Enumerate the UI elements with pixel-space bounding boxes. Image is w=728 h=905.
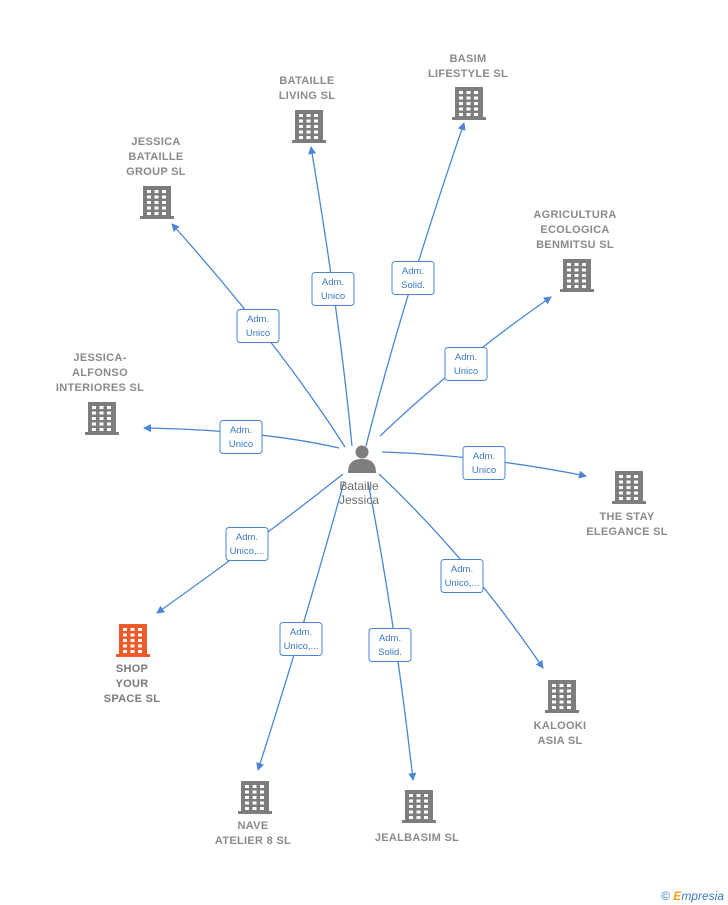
role-text-line: Adm. [402,266,424,277]
role-text-line: Adm. [322,277,344,288]
role-badge-bataille-living[interactable]: Adm. Unico [311,272,355,306]
company-name-line: ECOLOGICA [540,224,609,236]
company-name-line: NAVE [238,820,269,832]
role-text-line: Adm. [247,314,269,325]
role-badge-kalooki-asia[interactable]: Adm. Unico,... [440,559,484,593]
company-name-line: YOUR [116,678,149,690]
company-node-kalooki-asia[interactable]: KALOOKI ASIA SL [534,680,587,747]
building-icon [292,110,326,143]
role-badge-jessica-alfonso[interactable]: Adm. Unico [219,420,263,454]
company-node-jessica-alfonso[interactable]: JESSICA- ALFONSO INTERIORES SL [56,352,144,435]
company-name-line: THE STAY [600,511,655,523]
role-badge-basim-lifestyle[interactable]: Adm. Solid. [391,261,435,295]
role-text-line: Unico [454,366,478,377]
company-name-line: JEALBASIM SL [375,832,459,844]
company-name-line: ATELIER 8 SL [215,835,291,847]
company-name-line: BENMITSU SL [536,239,614,251]
company-name-line: LIVING SL [279,90,335,102]
company-name-line: ALFONSO [72,367,128,379]
company-name-line: JESSICA- [73,352,126,364]
company-node-basim-lifestyle[interactable]: BASIM LIFESTYLE SL [428,53,508,120]
role-text-line: Adm. [290,627,312,638]
building-icon [140,186,174,219]
company-name-line: BASIM [450,53,487,65]
role-text-line: Adm. [379,633,401,644]
role-text-line: Adm. [473,451,495,462]
role-text-line: Adm. [455,352,477,363]
person-icon [348,445,376,473]
company-name-line: AGRICULTURA [533,209,616,221]
company-name-line: BATAILLE [279,75,334,87]
role-text-line: Unico,... [445,578,480,589]
company-name-line: BATAILLE [128,151,183,163]
company-name-line: SHOP [116,663,148,675]
company-name-line: INTERIORES SL [56,382,144,394]
building-icon [452,87,486,120]
footer-brand: © Empresia [661,889,724,903]
edge-jealbasim [367,481,417,781]
role-badge-shop-your-space[interactable]: Adm. Unico,... [225,527,269,561]
building-icon [560,259,594,292]
company-name-line: GROUP SL [126,166,186,178]
building-icon [116,624,150,657]
company-node-the-stay-elegance[interactable]: THE STAY ELEGANCE SL [586,471,668,538]
company-node-jessica-bataille-group[interactable]: JESSICA BATAILLE GROUP SL [126,136,186,219]
role-text-line: Solid. [378,647,402,658]
building-icon [612,471,646,504]
building-icon [238,781,272,814]
role-badge-agricultura-ecologica[interactable]: Adm. Unico [444,347,488,381]
role-badge-the-stay-elegance[interactable]: Adm. Unico [462,446,506,480]
roles-layer: Adm.UnicoAdm.UnicoAdm.Solid.Adm.UnicoAdm… [219,261,506,662]
building-icon [545,680,579,713]
edge-basim-lifestyle [365,122,466,447]
role-text-line: Unico [472,465,496,476]
company-node-shop-your-space[interactable]: SHOP YOUR SPACE SL [104,624,161,705]
role-text-line: Adm. [236,532,258,543]
building-icon [85,402,119,435]
role-badge-jessica-bataille-group[interactable]: Adm. Unico [236,309,280,343]
role-badge-nave-atelier[interactable]: Adm. Unico,... [279,622,323,656]
company-node-nave-atelier[interactable]: NAVE ATELIER 8 SL [215,781,291,847]
company-node-jealbasim[interactable]: JEALBASIM SL [375,790,459,844]
company-name-line: JESSICA [131,136,180,148]
nodes-layer: JESSICA BATAILLE GROUP SL BATAILLE LIVING SL… [56,53,668,847]
role-text-line: Unico,... [284,641,319,652]
copyright-icon: © [661,889,670,903]
role-text-line: Unico [229,439,253,450]
role-text-line: Unico [246,328,270,339]
brand-initial: E [673,889,682,903]
person-name-line-2: Jessica [339,493,379,507]
role-text-line: Solid. [401,280,425,291]
company-name-line: ASIA SL [537,735,582,747]
company-name-line: LIFESTYLE SL [428,68,508,80]
center-person[interactable]: Bataille Jessica [339,445,379,508]
company-node-agricultura-ecologica[interactable]: AGRICULTURA ECOLOGICA BENMITSU SL [533,209,616,292]
role-text-line: Adm. [230,425,252,436]
role-text-line: Adm. [451,564,473,575]
edge-bataille-living [308,146,353,447]
network-graph: Adm.UnicoAdm.UnicoAdm.Solid.Adm.UnicoAdm… [56,53,668,847]
building-icon [402,790,436,823]
person-name-line-1: Bataille [339,479,379,493]
company-node-bataille-living[interactable]: BATAILLE LIVING SL [279,75,335,143]
brand-name: mpresia [681,889,724,903]
company-name-line: SPACE SL [104,693,161,705]
company-name-line: KALOOKI [534,720,587,732]
company-name-line: ELEGANCE SL [586,526,668,538]
role-text-line: Unico,... [230,546,265,557]
role-text-line: Unico [321,291,345,302]
role-badge-jealbasim[interactable]: Adm. Solid. [368,628,412,662]
